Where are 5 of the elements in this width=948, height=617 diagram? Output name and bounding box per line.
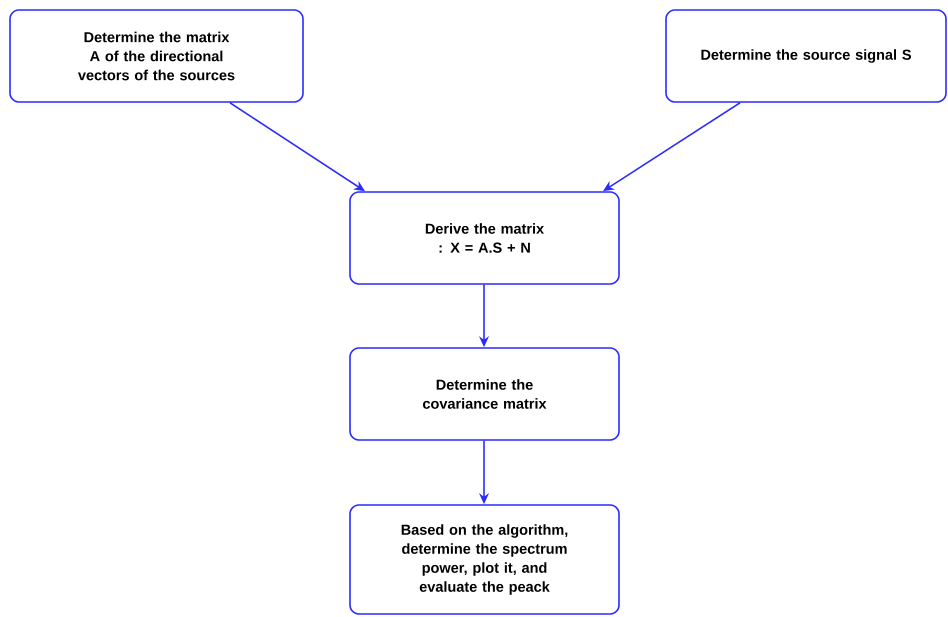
process-box: Determine the source signal S — [665, 9, 947, 103]
process-box: Derive the matrix : X = A.S + N — [349, 191, 620, 285]
process-box: Determine the covariance matrix — [349, 347, 620, 441]
process-box: Determine the matrix A of the directional vectors of the sources — [9, 9, 304, 103]
process-box: Based on the algorithm, determine the spectrum power, plot it, and evaluate the peack — [349, 504, 620, 615]
